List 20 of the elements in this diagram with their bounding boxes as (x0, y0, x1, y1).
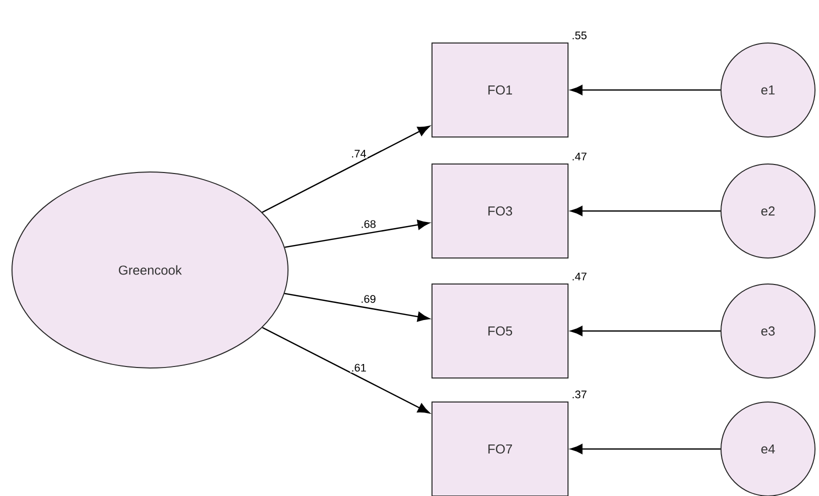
arrow (570, 85, 720, 95)
r-squared-value: .47 (572, 152, 586, 160)
observed-box: FO5 (432, 284, 568, 378)
arrow (570, 206, 720, 216)
arrow (284, 220, 430, 248)
observed-box: FO1 (432, 42, 568, 138)
r-squared-value: .47 (572, 272, 586, 280)
observed-box: FO3 (432, 164, 568, 258)
arrow (570, 326, 720, 336)
arrow (570, 444, 720, 454)
observed-box: FO7 (432, 402, 568, 496)
arrow (262, 126, 430, 213)
r-squared-value: .37 (572, 390, 586, 398)
edge-label: .69 (362, 295, 376, 303)
arrow (262, 326, 430, 414)
r-squared-value: .55 (572, 32, 587, 40)
edge-label: .61 (352, 364, 366, 372)
arrow (284, 292, 430, 322)
edge-label: .74 (352, 150, 366, 158)
edge-label: .68 (362, 220, 376, 228)
